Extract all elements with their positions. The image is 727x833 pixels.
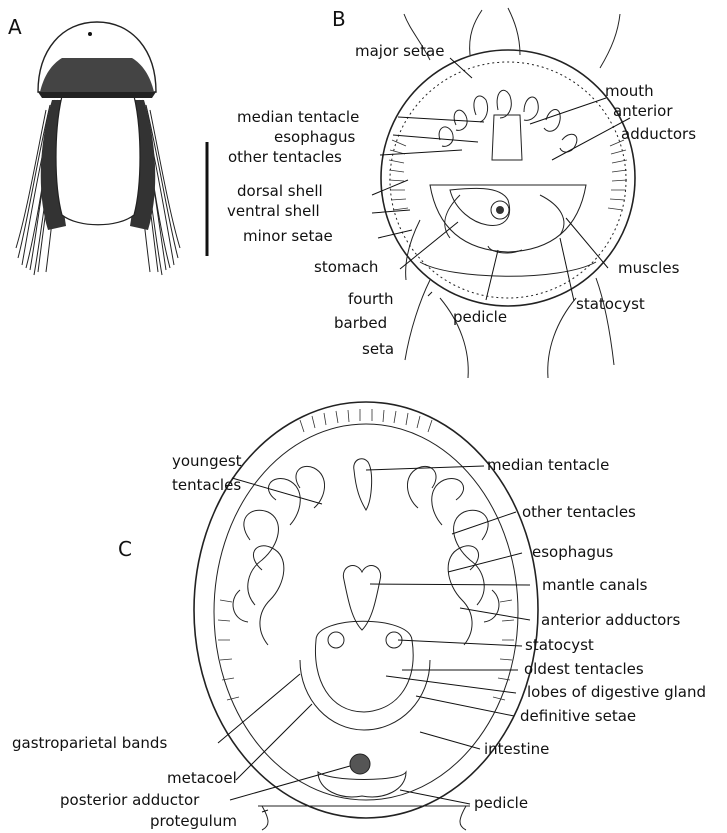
label-posterior-adductor: posterior adductor — [60, 791, 200, 809]
label-intestine: intestine — [484, 740, 549, 758]
label-seta: seta — [362, 340, 394, 358]
label-statocyst: statocyst — [576, 295, 645, 313]
label-c-pedicle: pedicle — [474, 794, 528, 812]
panel-c-leader-lines — [218, 466, 530, 812]
label-anterior-adductors: anterior adductors — [541, 611, 680, 629]
panel-a: A — [8, 15, 207, 275]
label-stomach: stomach — [314, 258, 378, 276]
panel-a-letter: A — [8, 15, 22, 39]
panel-b-letter: B — [332, 7, 346, 31]
label-fourth: fourth — [348, 290, 394, 308]
label-esophagus: esophagus — [274, 128, 355, 146]
label-minor-setae: minor setae — [243, 227, 333, 245]
panel-b-larva-drawing — [381, 8, 635, 378]
label-dorsal-shell: dorsal shell — [237, 182, 323, 200]
label-ventral-shell: ventral shell — [227, 202, 320, 220]
label-definitive-setae: definitive setae — [520, 707, 636, 725]
label-other-tentacles: other tentacles — [228, 148, 342, 166]
panel-b-labels: major setae median tentacle esophagus ot… — [227, 42, 696, 358]
label-mouth: mouth — [605, 82, 654, 100]
label-youngest: youngest — [172, 452, 242, 470]
label-pedicle: pedicle — [453, 308, 507, 326]
label-oldest-tentacles: oldest tentacles — [524, 660, 644, 678]
label-gastroparietal-bands: gastroparietal bands — [12, 734, 167, 752]
label-muscles: muscles — [618, 259, 680, 277]
panel-a-larva-drawing — [16, 22, 180, 275]
label-c-esophagus: esophagus — [532, 543, 613, 561]
label-c-median-tentacle: median tentacle — [487, 456, 609, 474]
label-anterior: anterior — [613, 102, 673, 120]
label-barbed: barbed — [334, 314, 387, 332]
panel-c: C — [12, 402, 706, 830]
label-median-tentacle: median tentacle — [237, 108, 359, 126]
label-c-statocyst: statocyst — [525, 636, 594, 654]
label-major-setae: major setae — [355, 42, 444, 60]
label-youngest-tentacles: tentacles — [172, 476, 241, 494]
label-mantle-canals: mantle canals — [542, 576, 648, 594]
label-metacoel: metacoel — [167, 769, 237, 787]
label-lobes-digestive-gland: lobes of digestive gland — [527, 683, 706, 701]
label-adductors: adductors — [621, 125, 696, 143]
label-protegulum: protegulum — [150, 812, 237, 830]
label-c-other-tentacles: other tentacles — [522, 503, 636, 521]
panel-b: B — [227, 7, 696, 378]
panel-c-letter: C — [118, 537, 132, 561]
